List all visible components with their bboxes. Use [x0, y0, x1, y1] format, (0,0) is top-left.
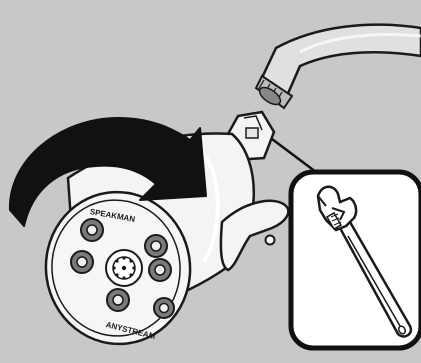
nozzle	[154, 298, 174, 318]
nozzle	[145, 235, 167, 257]
wrench-inset	[291, 172, 421, 348]
nozzle	[71, 251, 93, 273]
nozzle	[149, 259, 171, 281]
center-spray-disc	[106, 250, 142, 286]
nozzle	[107, 289, 129, 311]
nozzle	[81, 219, 103, 241]
